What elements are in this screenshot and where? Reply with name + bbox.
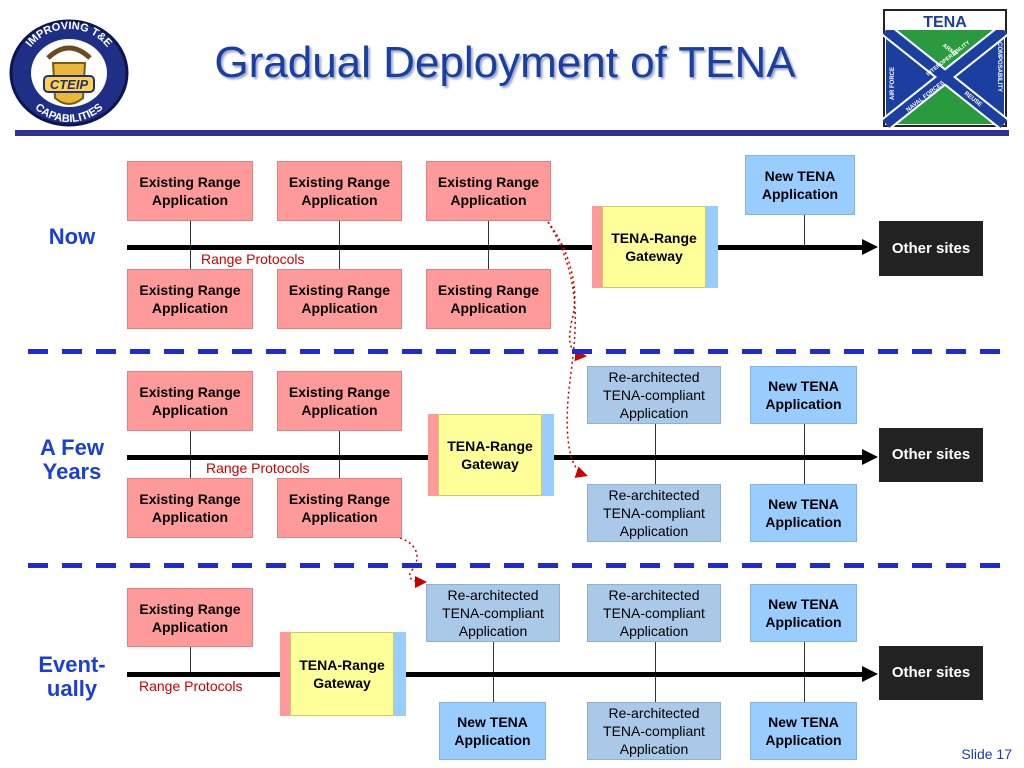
tena-logo-title: TENA (923, 14, 967, 31)
connector-line (655, 424, 656, 484)
gateway-eventually[interactable]: TENA-Range Gateway (280, 632, 406, 716)
gateway-label: TENA-Range Gateway (438, 414, 542, 496)
other-sites[interactable]: Other sites (879, 646, 983, 700)
gateway-cap-right (394, 632, 406, 716)
page-title: Gradual Deployment of TENA (214, 38, 796, 87)
existing-range-app[interactable]: Existing Range Application (277, 371, 402, 431)
row-label-few-years: A Few Years (40, 435, 104, 484)
gateway-cap-left (280, 632, 290, 716)
tena-logo-word: COMPOSABILITY (996, 42, 1002, 92)
range-protocols-label: Range Protocols (201, 251, 305, 267)
existing-range-app[interactable]: Existing Range Application (127, 371, 253, 431)
gateway-cap-right (706, 206, 718, 288)
new-tena-app[interactable]: New TENA Application (750, 484, 857, 542)
connector-line (804, 424, 805, 484)
existing-range-app[interactable]: Existing Range Application (277, 478, 402, 538)
range-protocols-label: Range Protocols (139, 678, 243, 694)
gateway-label: TENA-Range Gateway (290, 632, 394, 716)
rearchitected-app[interactable]: Re-architected TENA-compliant Applicatio… (587, 484, 721, 542)
row-label-eventually: Event-ually (38, 652, 106, 701)
existing-range-app[interactable]: Existing Range Application (127, 269, 253, 329)
gateway-cap-left (592, 206, 602, 288)
slide-number: Slide 17 (961, 746, 1012, 762)
migration-arrow (399, 537, 427, 588)
other-sites[interactable]: Other sites (879, 428, 983, 482)
rearchitected-app[interactable]: Re-architected TENA-compliant Applicatio… (587, 584, 721, 642)
tena-logo: TENA ARMY INTEROPERABILITY COMPOSABILITY… (881, 8, 1009, 130)
existing-range-app[interactable]: Existing Range Application (426, 161, 551, 221)
row-label-now: Now (48, 224, 96, 249)
new-tena-app[interactable]: New TENA Application (750, 702, 857, 760)
gateway-cap-left (428, 414, 438, 496)
row-separator (28, 563, 1000, 568)
rearchitected-app[interactable]: Re-architected TENA-compliant Applicatio… (426, 584, 560, 642)
connector-line (804, 215, 805, 247)
existing-range-app[interactable]: Existing Range Application (426, 269, 551, 329)
gateway-label: TENA-Range Gateway (602, 206, 706, 288)
backbone-arrowhead (862, 449, 878, 465)
migration-arrow (547, 221, 588, 478)
backbone-line (127, 245, 865, 250)
gateway-now[interactable]: TENA-Range Gateway (592, 206, 718, 288)
cteip-logo: CTEIP IMPROVING T&E CAPABILITIES (8, 18, 130, 128)
backbone-line (127, 672, 865, 677)
title-rule (15, 130, 1009, 136)
existing-range-app[interactable]: Existing Range Application (277, 161, 402, 221)
existing-range-app[interactable]: Existing Range Application (127, 478, 253, 538)
existing-range-app[interactable]: Existing Range Application (127, 161, 253, 221)
row-separator (28, 349, 1000, 354)
new-tena-app[interactable]: New TENA Application (745, 155, 855, 215)
existing-range-app[interactable]: Existing Range Application (277, 269, 402, 329)
rearchitected-app[interactable]: Re-architected TENA-compliant Applicatio… (587, 702, 721, 760)
rearchitected-app[interactable]: Re-architected TENA-compliant Applicatio… (587, 366, 721, 424)
other-sites[interactable]: Other sites (879, 221, 983, 276)
cteip-logo-text: CTEIP (50, 77, 89, 92)
new-tena-app[interactable]: New TENA Application (750, 584, 857, 642)
connector-line (190, 646, 191, 674)
backbone-arrowhead (862, 239, 878, 255)
backbone-arrowhead (862, 666, 878, 682)
new-tena-app[interactable]: New TENA Application (750, 366, 857, 424)
migration-arrow (547, 221, 587, 362)
tena-logo-word: AIR FORCE (890, 67, 896, 100)
gateway-cap-right (542, 414, 554, 496)
range-protocols-label: Range Protocols (206, 460, 310, 476)
gateway-few-years[interactable]: TENA-Range Gateway (428, 414, 554, 496)
new-tena-app[interactable]: New TENA Application (439, 702, 546, 760)
existing-range-app[interactable]: Existing Range Application (127, 588, 253, 647)
